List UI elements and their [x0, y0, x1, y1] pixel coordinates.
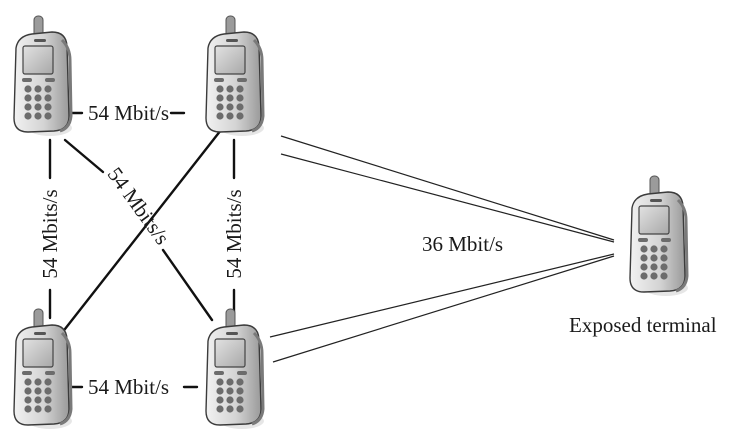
- exposed-lines: [269, 135, 615, 363]
- exposed-line-1: [280, 135, 615, 241]
- phone-icon: [12, 307, 74, 431]
- phone-icon: [204, 14, 266, 138]
- right-link-label: 54 Mbits/s: [222, 189, 246, 278]
- exposed-rate-label: 36 Mbit/s: [422, 232, 503, 256]
- bottom-link-label: 54 Mbit/s: [88, 375, 169, 399]
- diagonal-link-line-top: [63, 138, 105, 174]
- top-link-label: 54 Mbit/s: [88, 101, 169, 125]
- phone-icon: [204, 307, 266, 431]
- exposed-line-4: [272, 255, 615, 363]
- left-link-label: 54 Mbits/s: [38, 189, 62, 278]
- cross-link-line: [52, 128, 223, 345]
- exposed-line-3: [269, 253, 615, 338]
- diagonal-link-line-bottom: [161, 248, 214, 322]
- exposed-line-2: [280, 153, 615, 243]
- phone-icon: [12, 14, 74, 138]
- link-lines: [48, 111, 236, 389]
- exposed-terminal-label: Exposed terminal: [569, 313, 717, 337]
- phone-icon: [628, 174, 690, 298]
